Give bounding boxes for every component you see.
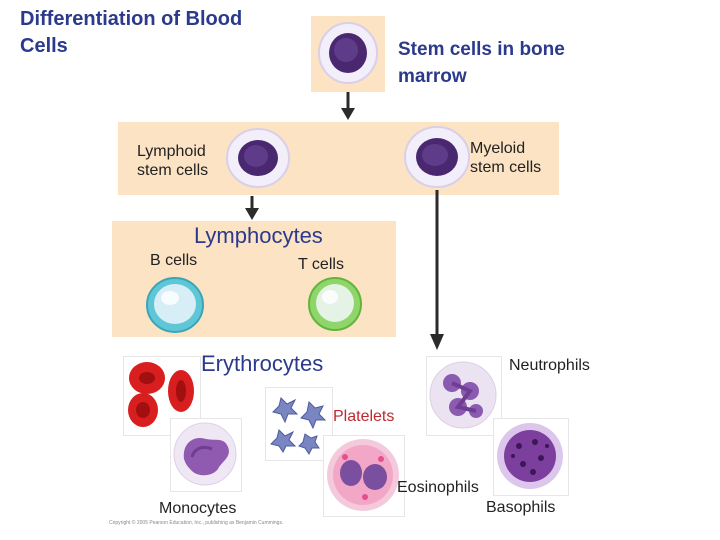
lymphoid-stem-cell-icon xyxy=(226,128,290,188)
eosinophil-icon xyxy=(327,439,399,511)
basophil-icon xyxy=(497,423,563,489)
platelets-photo xyxy=(265,387,333,461)
stem-cells-label: Stem cells in bone marrow xyxy=(398,39,565,87)
stem-cell-icon xyxy=(318,22,378,84)
platelets-icon xyxy=(270,397,327,455)
copyright-notice: Copyright © 2005 Pearson Education, Inc.… xyxy=(109,520,284,526)
b-cells-label: B cells xyxy=(150,252,198,269)
arrow-myeloid-to-cells xyxy=(430,190,444,350)
lymphoid-stem-cells-label: Lymphoid stem cells xyxy=(137,143,209,179)
lymphocytes-label: Lymphocytes xyxy=(194,223,323,248)
b-cell-icon xyxy=(146,277,204,333)
neutrophil-icon xyxy=(429,361,497,429)
diagram-title: Differentiation of Blood Cells xyxy=(20,8,243,57)
eosinophils-label: Eosinophils xyxy=(397,479,479,496)
progenitor-panel xyxy=(118,122,559,195)
monocytes-label: Monocytes xyxy=(159,500,237,517)
monocyte-icon xyxy=(173,422,237,486)
t-cell-icon xyxy=(308,277,362,331)
basophils-label: Basophils xyxy=(486,499,556,516)
platelets-label: Platelets xyxy=(333,408,395,425)
arrow-lymphoid-to-lymphocytes xyxy=(245,196,259,220)
t-cells-label: T cells xyxy=(298,256,344,273)
myeloid-stem-cells-label: Myeloid stem cells xyxy=(470,140,542,176)
erythrocytes-label: Erythrocytes xyxy=(201,351,324,376)
neutrophils-label: Neutrophils xyxy=(509,357,590,374)
arrow-stem-to-progenitor xyxy=(341,92,355,120)
erythrocyte-icon xyxy=(128,362,194,427)
myeloid-stem-cell-icon xyxy=(404,126,470,188)
